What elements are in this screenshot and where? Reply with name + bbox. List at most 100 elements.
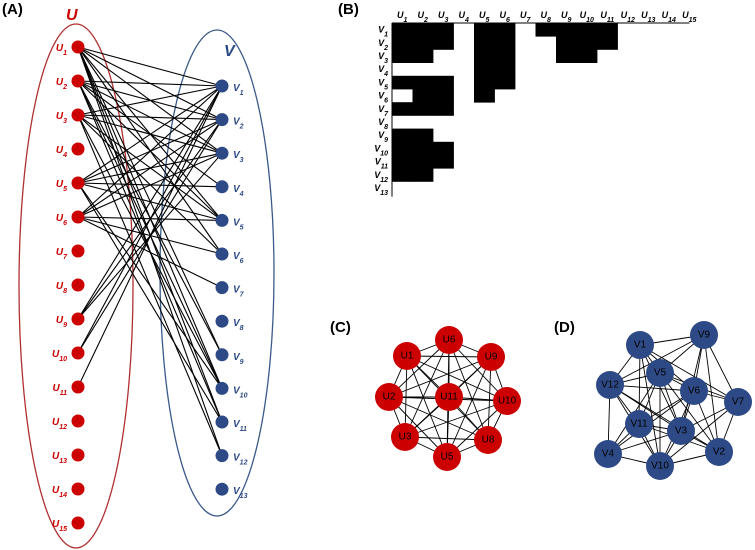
matrix-cell [494,49,516,63]
v-projection-node [667,417,695,445]
v-projection-node-label: V2 [713,447,726,458]
matrix-cell [474,49,495,63]
matrix-cell [433,102,454,116]
v-projection-node [690,321,718,349]
matrix-cell [597,36,618,50]
matrix-column-label: U7 [520,10,532,24]
matrix-column-label: U5 [479,10,490,24]
v-node-label: V6 [233,251,244,265]
v-projection-node-label: V5 [654,368,667,379]
v-node-label: V5 [233,217,244,231]
u-node-label: U13 [52,451,67,465]
v-projection-edge [639,344,661,467]
matrix-cell [556,36,577,50]
u-projection-edge [406,355,508,402]
matrix-cell [494,75,516,90]
matrix-cell [433,23,454,37]
u-node-label: U7 [56,247,68,261]
v-node-label: V13 [233,486,248,500]
matrix-cell [474,36,495,50]
u-node-label: U14 [52,485,67,499]
v-projection-node [705,438,733,466]
u-projection-edge [404,400,508,438]
matrix-row-label: V2 [378,38,388,52]
matrix-cell [412,23,434,37]
v-node [215,281,229,295]
u-projection-node-label: U9 [485,352,498,363]
bipartite-edge [77,85,223,218]
panel-c-label: (C) [330,319,351,336]
v-node [215,415,229,429]
matrix-cell [392,23,413,37]
matrix-cell [576,36,598,50]
u-node [71,312,85,326]
v-node-label: V11 [233,419,247,433]
v-node [215,381,229,395]
v-node-label: V12 [233,453,248,467]
u-projection-node-label: U3 [399,432,412,443]
v-projection-node [596,371,624,399]
matrix-row-label: V9 [378,130,388,144]
matrix-column-label: U11 [600,10,614,24]
u-node [71,482,85,496]
matrix-column-label: U3 [438,10,449,24]
matrix-cell [392,75,413,90]
v-projection-node-label: V12 [601,380,619,391]
matrix-cell [412,75,434,90]
matrix-cell [494,23,516,37]
v-set-label: V [224,43,236,60]
v-projection-node-label: V3 [675,426,688,437]
u-node [71,74,85,88]
matrix-cell [494,36,516,50]
matrix-cell [433,89,454,103]
bipartite-edges [77,46,223,456]
matrix-cell [556,49,577,63]
matrix-column-label: U15 [682,10,696,24]
matrix-column-label: U13 [641,10,655,24]
bipartite-edge [77,85,223,116]
v-projection-edge [703,334,720,453]
v-projection-node [680,377,708,405]
bipartite-edge [77,80,223,87]
u-projection-node-label: U1 [401,351,414,362]
v-node-label: V8 [233,318,244,332]
matrix-cell [412,128,434,143]
u-projection-edge [388,356,492,398]
v-node [215,113,229,127]
matrix-cells [392,23,618,182]
u-node-label: U11 [52,383,67,397]
u-node-label: U3 [56,111,67,125]
matrix-cell [433,155,454,169]
v-projection-edge [609,384,695,392]
matrix-cell [392,49,413,63]
bipartite-edge [77,85,223,354]
matrix-column-label: U1 [397,10,408,24]
matrix-cell [412,89,434,103]
matrix-row-label: V12 [374,170,388,184]
u-projection-node [493,387,521,415]
v-projection-edge [659,372,720,453]
u-node-label: U12 [52,417,67,431]
matrix-cell [412,168,434,182]
v-projection-node-label: V11 [630,419,647,430]
u-projection-edge [388,396,489,441]
matrix-row-label: V13 [374,183,388,197]
u-projection-node-label: U2 [383,392,396,403]
matrix-cell [474,75,495,90]
u-projection-node [375,383,403,411]
bipartite-edge [77,152,223,218]
bipartite-edge [77,85,223,184]
u-projection-edge [406,355,492,358]
u-node [71,176,85,190]
v-projection-edge [639,344,739,403]
v-projection-node-label: V4 [602,449,615,460]
matrix-cell [412,49,434,63]
u-projection-node [391,423,419,451]
v-projection-node [625,410,653,438]
matrix-row-label: V6 [378,91,388,105]
